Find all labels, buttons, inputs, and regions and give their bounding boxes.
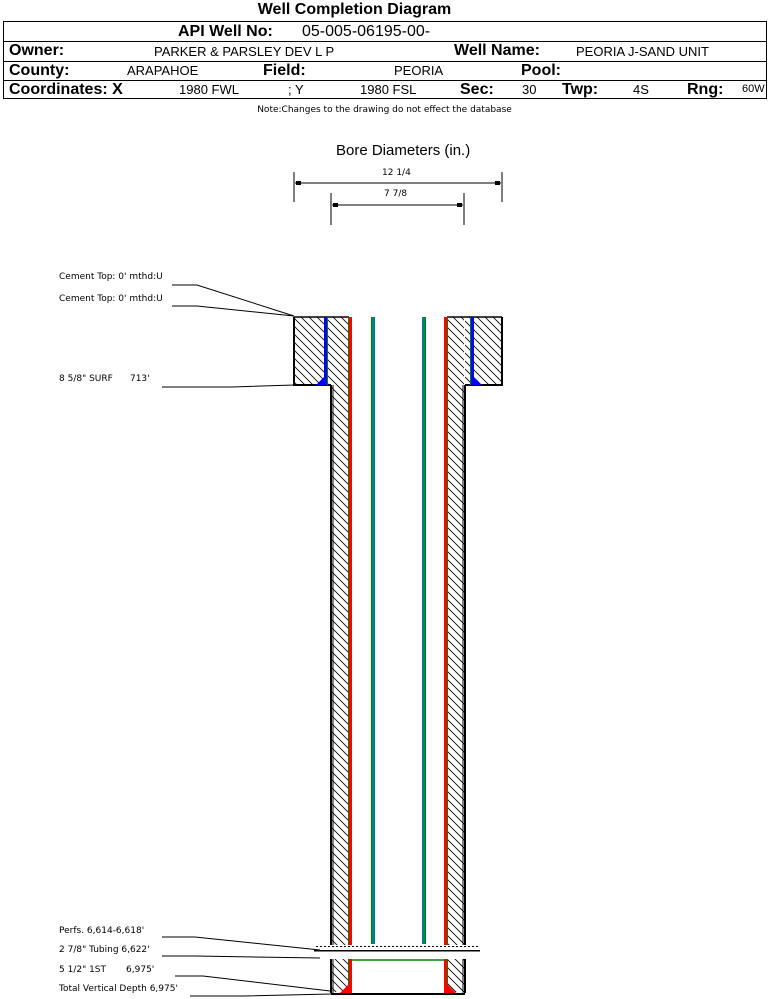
arrow-left-icon — [296, 181, 301, 185]
county-label: County: — [9, 62, 70, 79]
county-value: ARAPAHOE — [127, 63, 199, 78]
api-label: API Well No: — [178, 23, 273, 40]
header-row-api: API Well No: 05-005-06195-00- — [3, 21, 767, 41]
twp-label: Twp: — [562, 81, 599, 98]
surface-shoe-right-icon — [474, 377, 482, 385]
coord-y-value: 1980 FSL — [360, 82, 417, 97]
well-name-label: Well Name: — [454, 42, 540, 59]
pool-label: Pool: — [521, 62, 561, 79]
label-cement-top-2: Cement Top: 0' mthd:U — [59, 294, 163, 304]
label-tubing: 2 7/8" Tubing 6,622' — [59, 945, 150, 955]
sec-value: 30 — [522, 82, 537, 97]
api-value: 05-005-06195-00- — [302, 23, 431, 40]
rng-label: Rng: — [687, 81, 724, 98]
sec-label: Sec: — [460, 81, 494, 98]
tubing — [352, 317, 444, 961]
dimension-7-7-8 — [330, 193, 465, 225]
arrow-right-icon — [457, 203, 462, 207]
rng-value: 60W — [742, 83, 765, 95]
coord-y-label: ; Y — [288, 82, 304, 97]
field-label: Field: — [263, 62, 306, 79]
production-cement-left — [330, 317, 348, 993]
dimension-12-1-4 — [293, 172, 503, 202]
surface-shoe-left-icon — [316, 377, 327, 385]
production-cement-right — [447, 317, 466, 993]
label-total-vertical-depth: Total Vertical Depth 6,975' — [59, 984, 178, 994]
perforations — [314, 945, 480, 959]
page-title: Well Completion Diagram — [257, 1, 452, 18]
leader-lines — [162, 284, 332, 997]
production-casing — [340, 317, 456, 993]
surface-casing — [316, 317, 482, 385]
header-row-owner: Owner: PARKER & PARSLEY DEV L P Well Nam… — [3, 41, 767, 61]
header-row-coordinates: Coordinates: X 1980 FWL ; Y 1980 FSL Sec… — [3, 80, 767, 99]
label-surface-casing: 8 5/8" SURF 713' — [59, 374, 150, 384]
bore-diameters-title: Bore Diameters (in.) — [336, 142, 471, 159]
field-value: PEORIA — [394, 63, 444, 78]
header-row-county: County: ARAPAHOE Field: PEORIA Pool: — [3, 61, 767, 80]
owner-value: PARKER & PARSLEY DEV L P — [154, 44, 335, 59]
coordinates-label: Coordinates: X — [9, 81, 123, 98]
production-shoe-right-icon — [444, 984, 456, 993]
bore-diameter-2-label: 7 7/8 — [384, 189, 408, 199]
production-shoe-left-icon — [340, 984, 352, 993]
arrow-left-icon — [333, 203, 338, 207]
label-production-casing: 5 1/2" 1ST 6,975' — [59, 965, 155, 975]
well-name-value: PEORIA J-SAND UNIT — [576, 44, 709, 59]
twp-value: 4S — [633, 82, 649, 97]
bore-diameter-1-label: 12 1/4 — [382, 168, 411, 178]
label-cement-top-1: Cement Top: 0' mthd:U — [59, 272, 163, 282]
owner-label: Owner: — [9, 42, 65, 59]
arrow-right-icon — [495, 181, 500, 185]
label-perfs: Perfs. 6,614-6,618' — [59, 926, 145, 936]
note-text: Note:Changes to the drawing do not effec… — [257, 105, 512, 115]
coord-x-value: 1980 FWL — [179, 82, 239, 97]
